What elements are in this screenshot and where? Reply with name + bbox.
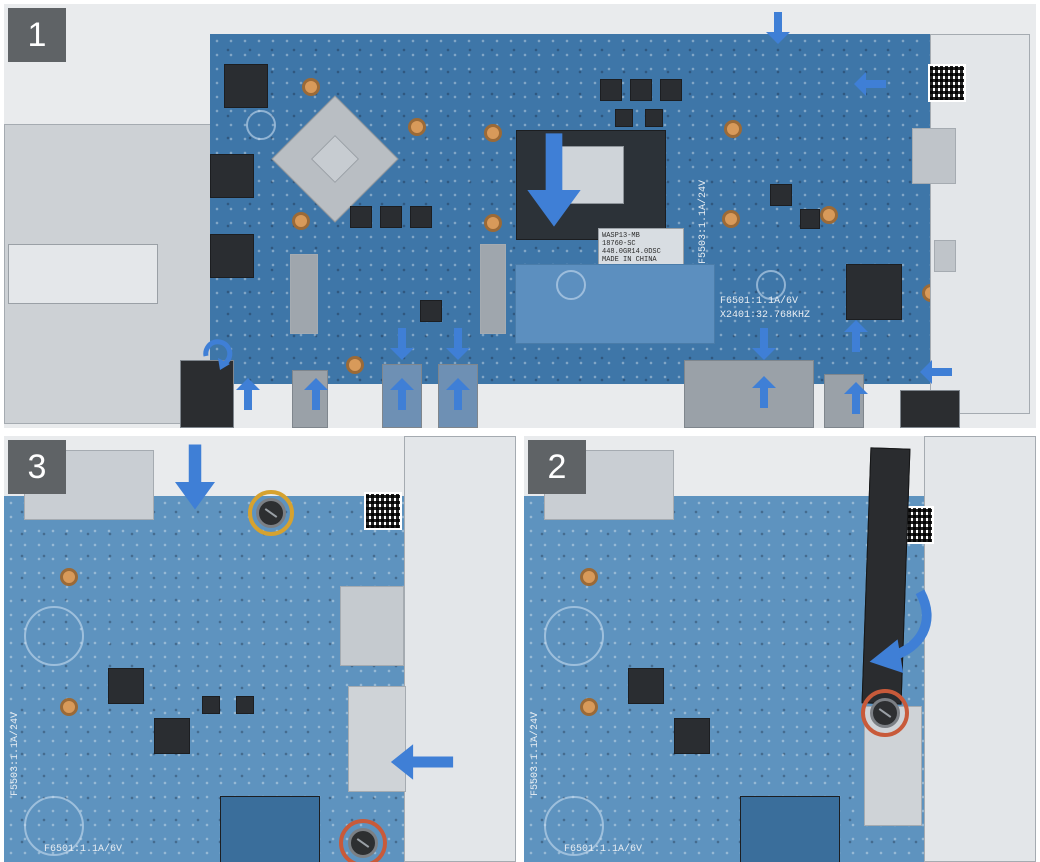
memory-chip — [210, 234, 254, 278]
step-1-panel: 1 WASP13-MB 18760-SC 448.0GR14.0DSC MADE… — [4, 4, 1036, 428]
fuse-marking: F5503:1.1A/24V — [698, 179, 709, 264]
inductor — [236, 696, 254, 714]
screw-pad — [724, 120, 742, 138]
screw-pad — [484, 124, 502, 142]
inductor — [630, 79, 652, 101]
board-main-label: WASP13-MB 18760-SC 448.0GR14.0DSC MADE I… — [598, 228, 684, 266]
standoff-ring — [756, 270, 786, 300]
memory-chip — [224, 64, 268, 108]
inductor — [660, 79, 682, 101]
inductor — [108, 668, 144, 704]
screw-pad — [60, 698, 78, 716]
usb-port — [912, 128, 956, 184]
screw-highlight-ring — [861, 689, 909, 737]
up-arrow-icon — [298, 376, 334, 412]
m2-slot — [480, 244, 506, 334]
inductor — [350, 206, 372, 228]
fuse-marking: F6501:1.1A/6V — [720, 296, 799, 307]
inductor — [645, 109, 663, 127]
standoff-ring — [24, 796, 84, 856]
fuse-marking: F5503:1.1A/24V — [530, 711, 541, 796]
crystal-marking: X2401:32.768KHZ — [720, 310, 811, 321]
inductor — [674, 718, 710, 754]
down-arrow-icon — [172, 442, 218, 512]
screw-pad — [820, 206, 838, 224]
memory-chip — [210, 154, 254, 198]
screw-highlight-ring — [339, 819, 387, 862]
inductor — [380, 206, 402, 228]
screw-pad — [580, 698, 598, 716]
step-2-panel: 2 F5503:1.1A/24V F6501:1.1A/6V — [524, 436, 1036, 862]
inductor — [410, 206, 432, 228]
chassis-edge — [924, 436, 1036, 862]
fuse-marking: F5503:1.1A/24V — [10, 711, 21, 796]
down-arrow-icon — [384, 326, 420, 362]
battery-label — [8, 244, 158, 304]
system-board-closeup: F5503:1.1A/24V — [524, 496, 924, 862]
down-arrow-icon — [524, 130, 584, 230]
screw-highlight-ring — [248, 490, 294, 536]
inductor — [800, 209, 820, 229]
fuse-marking: F6501:1.1A/6V — [564, 844, 643, 855]
chassis-edge — [404, 436, 516, 862]
system-board-closeup: F5503:1.1A/24V — [4, 496, 404, 862]
screw-pad — [346, 356, 364, 374]
io-board-cable — [684, 360, 814, 428]
inductor — [202, 696, 220, 714]
fingerprint-cable — [824, 374, 864, 428]
screw-pad — [292, 212, 310, 230]
rotate-arrow-icon — [200, 334, 236, 370]
left-arrow-icon — [382, 742, 462, 782]
left-arrow-icon — [852, 66, 888, 102]
down-arrow-icon — [746, 326, 782, 362]
standoff-ring — [556, 270, 586, 300]
controller-chip — [740, 796, 840, 862]
screw-pad — [580, 568, 598, 586]
inductor — [770, 184, 792, 206]
standoff-ring — [544, 606, 604, 666]
up-arrow-icon — [230, 376, 266, 412]
inductor — [628, 668, 664, 704]
inductor — [154, 718, 190, 754]
curved-arrow-icon — [864, 586, 934, 676]
up-arrow-icon — [838, 380, 874, 416]
screw-pad — [302, 78, 320, 96]
speaker-cable — [900, 390, 960, 428]
step-3-panel: 3 F5503:1.1A/24V F6501:1.1A/6V — [4, 436, 516, 862]
io-bracket — [348, 686, 406, 792]
step-number-badge: 3 — [8, 440, 66, 494]
standoff-ring — [544, 796, 604, 856]
step-number-badge: 2 — [528, 440, 586, 494]
system-board: WASP13-MB 18760-SC 448.0GR14.0DSC MADE I… — [210, 34, 940, 384]
fuse-marking: F6501:1.1A/6V — [44, 844, 123, 855]
standoff-ring — [246, 110, 276, 140]
ssd-shield — [515, 264, 715, 344]
up-arrow-icon — [838, 318, 874, 354]
inductor — [600, 79, 622, 101]
up-arrow-icon — [384, 376, 420, 412]
down-arrow-icon — [440, 326, 476, 362]
step-number-badge: 1 — [8, 8, 66, 62]
down-arrow-icon — [760, 10, 796, 46]
usb-port — [934, 240, 956, 272]
controller-chip — [220, 796, 320, 862]
touchpad-cable — [292, 370, 328, 428]
up-arrow-icon — [746, 374, 782, 410]
up-arrow-icon — [440, 376, 476, 412]
display-cable — [180, 360, 234, 428]
standoff-ring — [24, 606, 84, 666]
controller-chip — [846, 264, 902, 320]
screw-pad — [60, 568, 78, 586]
inductor — [420, 300, 442, 322]
m2-slot — [290, 254, 318, 334]
screw-pad — [484, 214, 502, 232]
screw-pad — [408, 118, 426, 136]
left-arrow-icon — [918, 354, 954, 390]
inductor — [615, 109, 633, 127]
qr-label — [928, 64, 966, 102]
qr-label — [364, 492, 402, 530]
usb-port — [340, 586, 404, 666]
screw-pad — [722, 210, 740, 228]
